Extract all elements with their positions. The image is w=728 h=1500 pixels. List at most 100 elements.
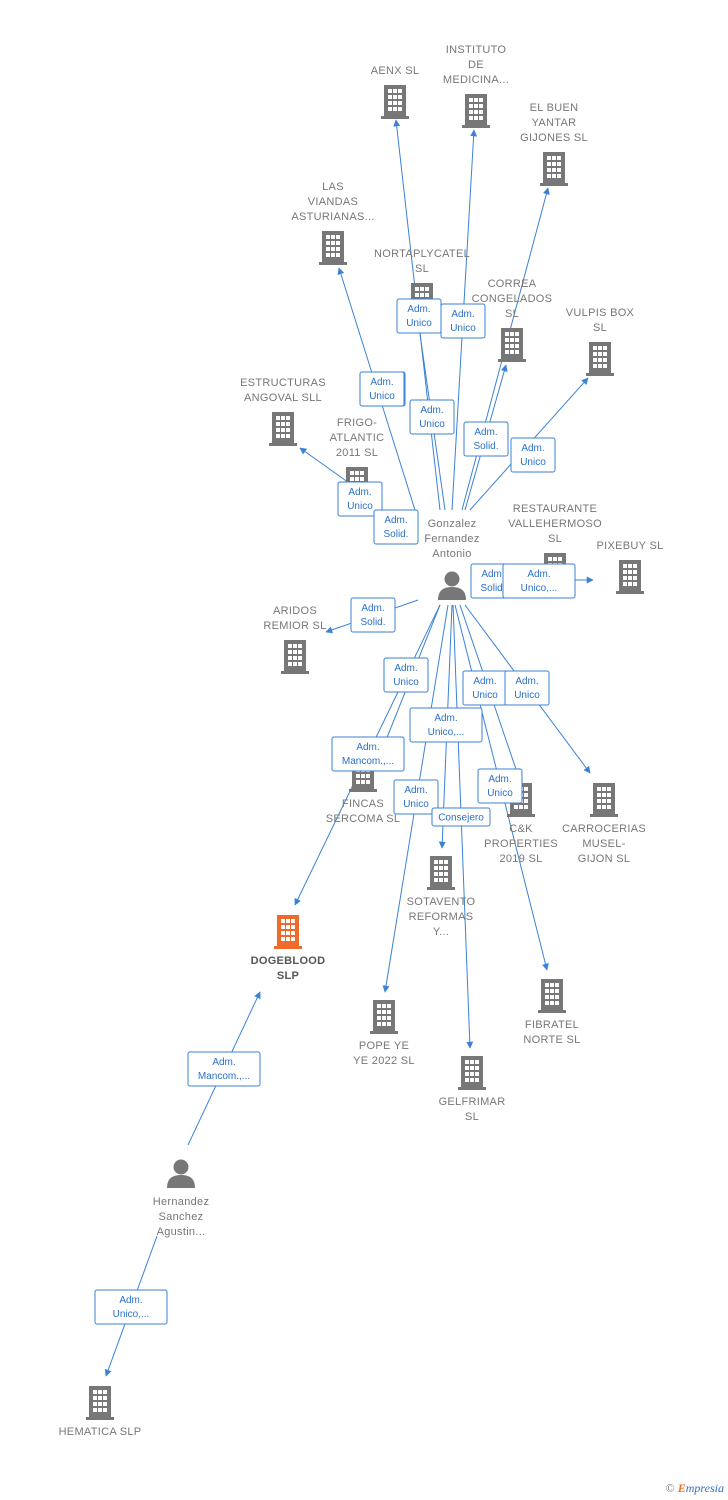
- node-label-line: SL: [505, 308, 519, 320]
- edge-label-gonzalez-to-viandas[interactable]: Adm. Unico: [359, 371, 405, 407]
- edge-label-gonzalez-to-popeye[interactable]: Adm.Unico: [393, 779, 439, 815]
- edge-label-text: Unico,...: [428, 727, 465, 738]
- node-label-line: PROPERTIES: [484, 838, 558, 850]
- node-fibratel[interactable]: FIBRATEL NORTE SL: [523, 979, 580, 1046]
- edge-label-gonzalez-to-gelfrimar[interactable]: Consejero: [431, 807, 491, 827]
- edge-label-text: Unico: [406, 318, 432, 329]
- edge-label-box: [393, 779, 439, 815]
- node-label-line: 2019 SL: [499, 853, 542, 865]
- node-instituto[interactable]: INSTITUTODEMEDICINA...: [443, 44, 509, 128]
- node-label-line: CARROCERIAS: [562, 823, 646, 835]
- node-label-line: MEDICINA...: [443, 74, 509, 86]
- building-icon: [86, 1386, 114, 1420]
- edge-label-gonzalez-to-aridos[interactable]: Adm.Solid.: [350, 597, 396, 633]
- edge-label-text: Adm.: [370, 377, 393, 388]
- node-label-line: SL: [415, 263, 429, 275]
- node-aenx[interactable]: AENX SL: [371, 65, 420, 119]
- edge-label-box: [409, 707, 483, 743]
- node-label-line: ATLANTIC: [330, 432, 385, 444]
- edge-label-gonzalez-to-pixebuy[interactable]: Adm.Unico,...: [502, 563, 576, 599]
- node-label-line: HEMATICA SLP: [59, 1426, 142, 1438]
- building-icon: [319, 231, 347, 265]
- edge-label-text: Mancom.,...: [342, 756, 394, 767]
- edge-label-text: Unico: [369, 391, 395, 402]
- node-label-line: Agustin...: [157, 1226, 206, 1238]
- edge-label-gonzalez-to-buenyantar[interactable]: Adm.Unico: [409, 399, 455, 435]
- edge-label-gonzalez-to-vulpis[interactable]: Adm.Unico: [510, 437, 556, 473]
- node-hernandez[interactable]: HernandezSanchezAgustin...: [153, 1159, 210, 1239]
- building-icon: [498, 328, 526, 362]
- edge-label-gonzalez-to-frigo[interactable]: Adm. Solid.: [373, 509, 419, 545]
- node-label-line: FRIGO-: [337, 417, 377, 429]
- node-label-line: NORTAPLYCATEL: [374, 248, 470, 260]
- node-hematica[interactable]: HEMATICA SLP: [59, 1386, 142, 1438]
- edge-label-text: Adm.: [384, 515, 407, 526]
- building-icon: [540, 152, 568, 186]
- person-icon: [438, 571, 466, 600]
- building-icon: [590, 783, 618, 817]
- person-icon: [167, 1159, 195, 1188]
- node-nortaply[interactable]: NORTAPLYCATEL SL: [374, 248, 470, 317]
- node-label-line: REFORMAS: [409, 911, 474, 923]
- node-label-line: FIBRATEL: [525, 1019, 579, 1031]
- edge-label-text: Adm.: [488, 774, 511, 785]
- building-icon: [586, 342, 614, 376]
- edge-label-gonzalez-to-nortaply[interactable]: Adm.Unico: [396, 298, 442, 334]
- edge-label-gonzalez-to-instituto[interactable]: Adm.Unico: [440, 303, 486, 339]
- edge-label-gonzalez-to-fincas[interactable]: Adm.Unico: [383, 657, 429, 693]
- edge-label-box: [463, 421, 509, 457]
- node-label-line: GIJONES SL: [520, 132, 588, 144]
- building-icon: [281, 640, 309, 674]
- node-viandas[interactable]: LASVIANDASASTURIANAS...: [291, 181, 374, 265]
- edge-label-box: [383, 657, 429, 693]
- edge-label-text: Unico: [472, 690, 498, 701]
- edge-label-hernandez-to-dogeblood[interactable]: Adm.Mancom.,...: [187, 1051, 261, 1087]
- edge-label-text: Adm.: [434, 713, 457, 724]
- node-label-line: SL: [465, 1111, 479, 1123]
- edge-label-text: Adm.: [473, 676, 496, 687]
- edge-label-text: Unico: [393, 677, 419, 688]
- edge-label-gonzalez-to-correa[interactable]: Adm.Solid.: [463, 421, 509, 457]
- edge-label-text: Adm.: [521, 443, 544, 454]
- edge-label-box: [431, 807, 491, 827]
- edge-label-hernandez-to-hematica[interactable]: Adm.Unico,...: [94, 1289, 168, 1325]
- edge-label-text: Adm.: [356, 742, 379, 753]
- edge-label-gonzalez-to-dogeblood[interactable]: Adm. Mancom.,...: [331, 736, 405, 772]
- node-label-line: NORTE SL: [523, 1034, 580, 1046]
- edge-label-text: Solid.: [473, 441, 498, 452]
- edge-label-text: Unico: [450, 323, 476, 334]
- node-pixebuy[interactable]: PIXEBUY SL: [597, 540, 664, 594]
- node-label-line: Antonio: [432, 548, 471, 560]
- node-label-line: SERCOMA SL: [326, 813, 401, 825]
- edge-label-gonzalez-to-carrocerias[interactable]: Adm.Unico: [504, 670, 550, 706]
- node-label-line: ARIDOS: [273, 605, 317, 617]
- node-sotavento[interactable]: SOTAVENTOREFORMASY...: [407, 856, 476, 938]
- edge-label-text: Adm.: [481, 569, 504, 580]
- node-label-line: DE: [468, 59, 484, 71]
- edge-label-gonzalez-to-fibratel[interactable]: Adm.Unico: [477, 768, 523, 804]
- edge-label-gonzalez-to-ck[interactable]: Adm. Unico: [462, 670, 508, 706]
- empresia-logo-e: E: [677, 1481, 686, 1495]
- edge-label-gonzalez-to-estructuras[interactable]: Adm.Unico: [337, 481, 383, 517]
- node-label-line: RESTAURANTE: [513, 503, 597, 515]
- node-label-line: MUSEL-: [582, 838, 625, 850]
- edge-label-text: Solid.: [383, 529, 408, 540]
- edge-label-gonzalez-to-sotavento[interactable]: Adm. Unico,...: [409, 707, 483, 743]
- node-label-line: ANGOVAL SLL: [244, 392, 322, 404]
- footer-brand[interactable]: © Empresia: [666, 1481, 724, 1496]
